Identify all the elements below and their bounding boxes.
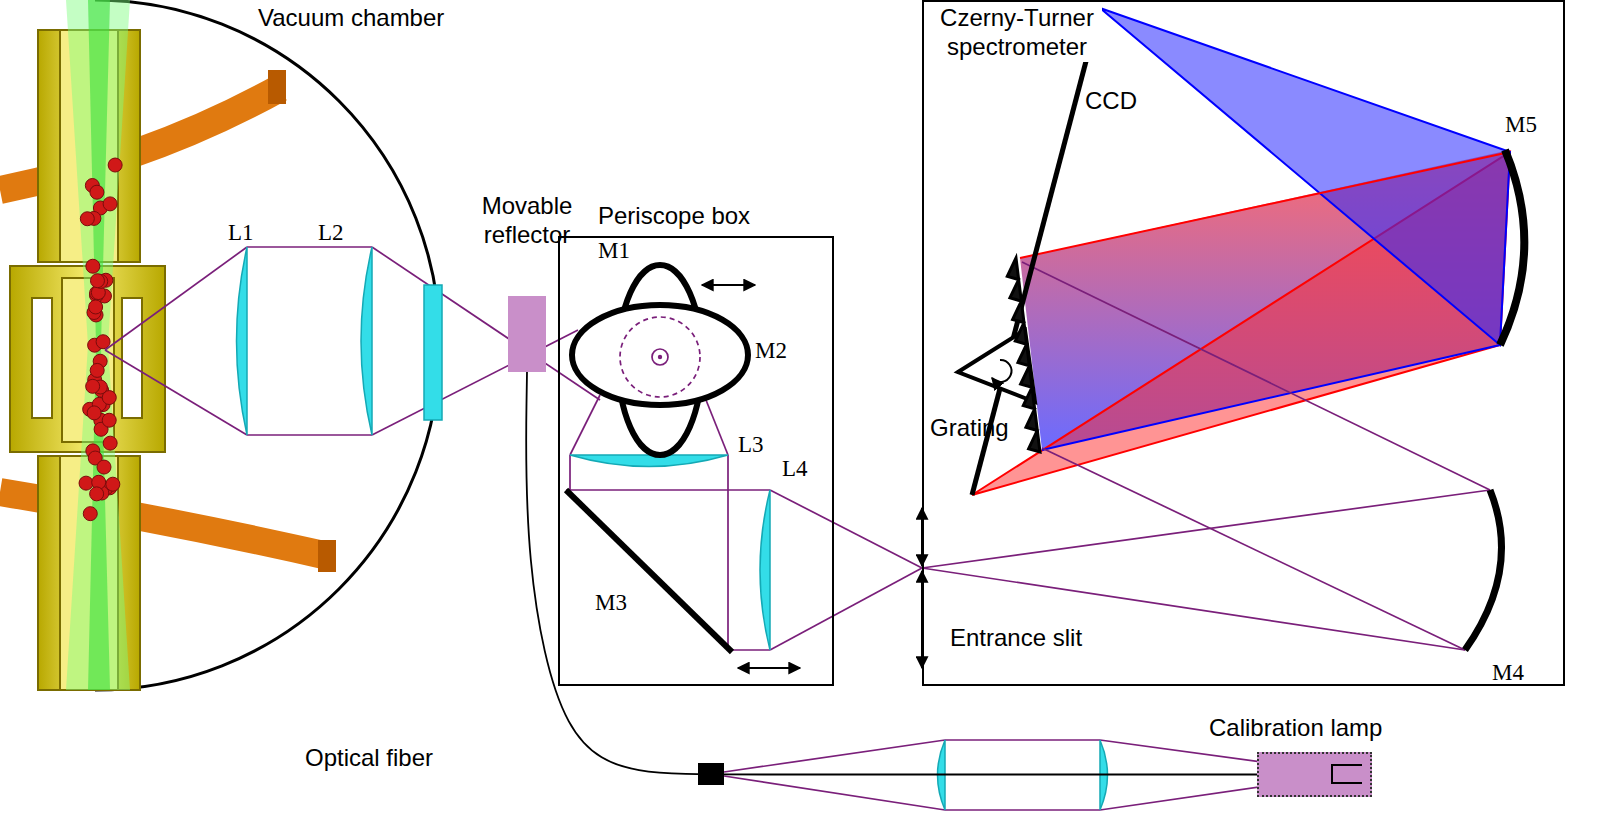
ion-cloud [90, 185, 104, 199]
part-label: M1 [598, 238, 630, 263]
ion-cloud [90, 274, 104, 288]
mirror [658, 355, 662, 359]
ion-cloud [83, 507, 97, 521]
ion-cloud [79, 476, 93, 490]
light-ray [247, 434, 372, 436]
mirror [566, 265, 748, 652]
laser-beam [66, 0, 130, 690]
grating [1007, 258, 1040, 452]
part-label: L3 [738, 432, 764, 457]
optical-fiber [526, 372, 1257, 775]
ion-cloud [103, 436, 117, 450]
component-title: Periscope box [598, 202, 750, 231]
ion-cloud [89, 300, 103, 314]
light-ray [922, 490, 1490, 568]
part-label: Entrance slit [950, 625, 1082, 651]
move-arrow [702, 284, 755, 286]
part-label: Optical fiber [305, 745, 433, 771]
part-label: M5 [1505, 112, 1537, 137]
light-ray [945, 739, 1100, 741]
component-box: Czerny-Turner spectrometer [922, 0, 1565, 686]
ion-cloud [86, 379, 100, 393]
light-ray [372, 330, 578, 435]
mirror [652, 349, 668, 365]
light-ray [1042, 448, 1465, 650]
mirror [572, 305, 748, 405]
light-ray [105, 247, 247, 350]
ion-cloud [87, 406, 101, 420]
ion-cloud [90, 487, 104, 501]
lamp-body [1257, 752, 1372, 797]
component-title: Calibration lamp [1209, 714, 1382, 743]
grating [1007, 258, 1040, 452]
rotation-arrow [992, 360, 1011, 382]
diffracted-light [1020, 152, 1510, 258]
component-title: Movable reflector [452, 192, 602, 250]
laser-beam [88, 0, 110, 690]
ion-cloud [96, 335, 110, 349]
light-ray [247, 246, 372, 248]
light-ray [1022, 262, 1490, 490]
light-ray [105, 247, 1490, 810]
component-title: Vacuum chamber [258, 4, 444, 33]
part-label: L4 [782, 456, 808, 481]
diffracted-light [1100, 8, 1510, 345]
move-arrow [738, 667, 800, 669]
electrode [122, 298, 142, 418]
part-label: L1 [228, 220, 254, 245]
coil [318, 540, 336, 572]
mirror [1465, 490, 1502, 650]
component-box: Vacuum chamber [0, 0, 440, 690]
ion-cloud [102, 413, 116, 427]
ion-cloud [80, 212, 94, 226]
ion-cloud [97, 460, 111, 474]
diffracted-light [1042, 345, 1500, 450]
reflector [508, 296, 546, 372]
mirror [1500, 150, 1524, 345]
part-label: M3 [595, 590, 627, 615]
ion-cloud [86, 259, 100, 273]
lens [237, 247, 248, 435]
light-ray [770, 568, 922, 650]
ion-cloud [108, 158, 122, 172]
coil [268, 70, 286, 104]
light-ray [566, 489, 770, 491]
light-ray [727, 455, 729, 650]
laser-beam [66, 0, 130, 690]
light-ray [770, 490, 922, 568]
lens [237, 247, 1108, 810]
component-title: Czerny-Turner spectrometer [932, 4, 1102, 62]
lens [760, 490, 770, 650]
light-ray [105, 350, 247, 435]
electrode [32, 298, 52, 418]
lens [361, 247, 372, 435]
ion-cloud [103, 197, 117, 211]
ion-cloud [79, 158, 122, 521]
ion-cloud [90, 363, 104, 377]
lamp-filament [1332, 765, 1362, 783]
part-label: Grating [930, 415, 1009, 441]
part-label: M4 [1492, 660, 1524, 685]
part-label: CCD [1085, 88, 1137, 114]
light-ray [570, 395, 600, 455]
light-ray [945, 809, 1100, 811]
part-label: L2 [318, 220, 344, 245]
component-box: Calibration lamp [1257, 752, 1372, 797]
mirror [620, 317, 700, 397]
light-ray [724, 776, 945, 810]
mirror [566, 490, 732, 652]
lens [424, 285, 442, 420]
part-label: M2 [755, 338, 787, 363]
diffracted-light [972, 8, 1510, 495]
component-box: Movable reflector [508, 296, 546, 372]
light-ray [569, 455, 571, 490]
light-ray [724, 740, 945, 772]
light-ray [730, 649, 770, 651]
lens [570, 455, 728, 467]
